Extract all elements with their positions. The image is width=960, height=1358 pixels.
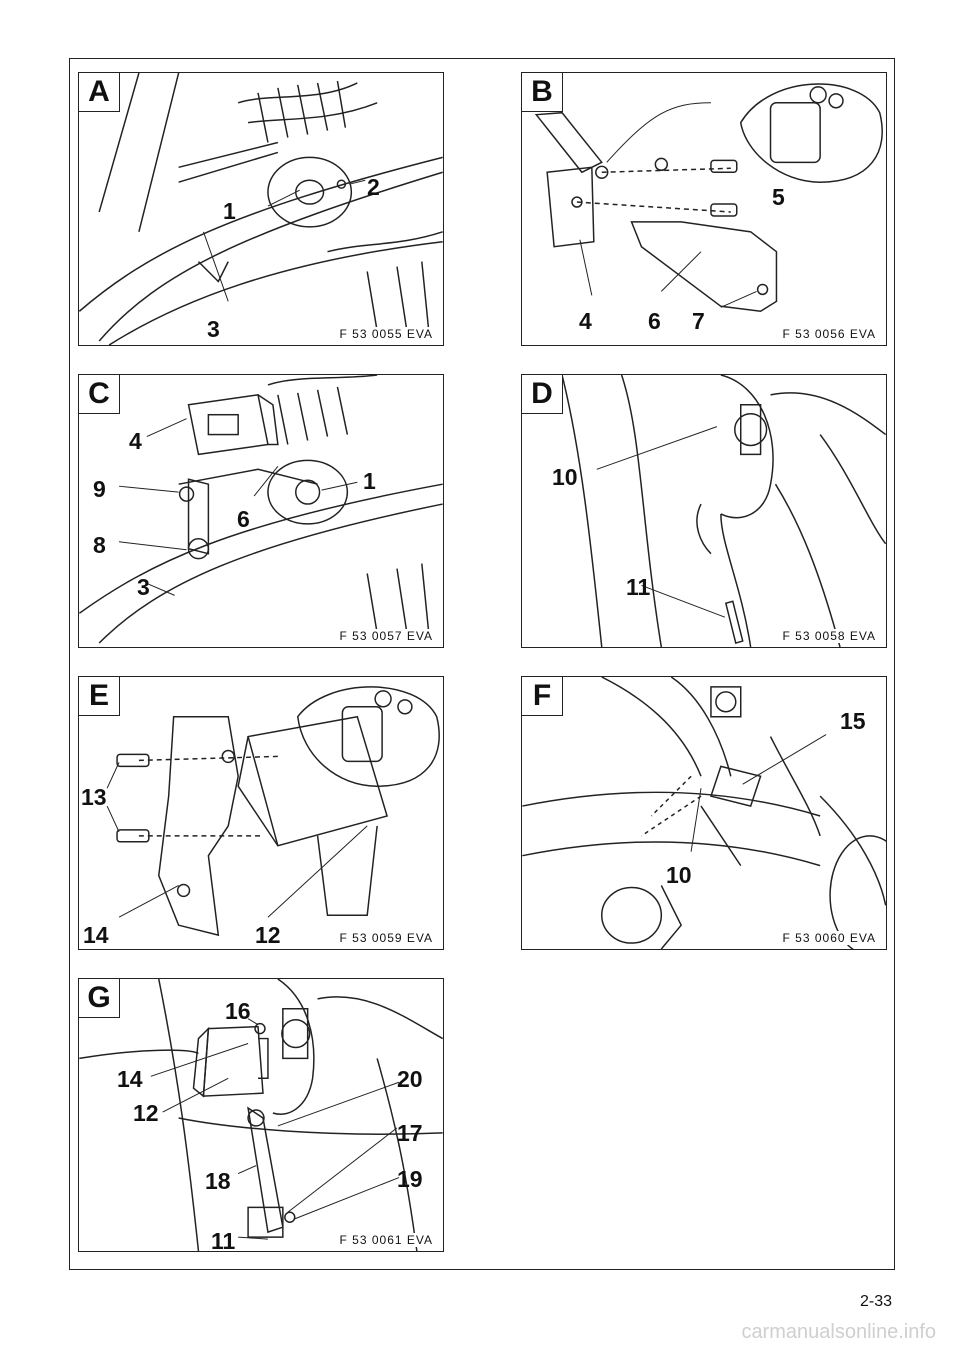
callout-number: 1 — [223, 198, 236, 224]
callout-number: 10 — [552, 464, 578, 490]
page-number: 2-33 — [859, 1293, 892, 1310]
callout-number: 12 — [133, 1100, 159, 1126]
figure-code: F 53 0057 EVA — [337, 629, 435, 643]
callout-number: 19 — [397, 1166, 423, 1192]
callout-number: 20 — [397, 1066, 423, 1092]
panel-letter: E — [79, 677, 120, 716]
figure-code: F 53 0061 EVA — [337, 1233, 435, 1247]
figure-panel-e: E 13 14 12 F 53 0059 EVA — [78, 676, 444, 950]
figure-code: F 53 0058 EVA — [780, 629, 878, 643]
callout-number: 6 — [648, 308, 661, 334]
figure-panel-g: G 16 14 20 12 17 18 19 11 F 53 0061 EVA — [78, 978, 444, 1252]
callout-number: 11 — [211, 1228, 236, 1252]
panel-letter: G — [79, 979, 120, 1018]
callout-number: 3 — [207, 316, 220, 342]
callout-number: 18 — [205, 1168, 231, 1194]
callout-number: 14 — [117, 1066, 143, 1092]
callout-number: 17 — [397, 1120, 423, 1146]
figure-illustration — [534, 83, 883, 313]
callout-number: 5 — [772, 184, 785, 210]
figure-illustration — [561, 375, 886, 647]
panel-letter: F — [522, 677, 563, 716]
figure-panel-c: C 4 9 1 6 8 3 F 53 0057 EVA — [78, 374, 444, 648]
panel-letter: C — [79, 375, 120, 414]
panel-letter: B — [522, 73, 563, 112]
figure-code: F 53 0059 EVA — [337, 931, 435, 945]
callout-number: 4 — [579, 308, 592, 334]
figure-illustration — [79, 375, 443, 644]
figure-code: F 53 0055 EVA — [337, 327, 435, 341]
callout-number: 12 — [255, 922, 281, 948]
figure-code: F 53 0056 EVA — [780, 327, 878, 341]
figure-panel-d: D 10 11 F 53 0058 EVA — [521, 374, 887, 648]
callout-number: 7 — [692, 308, 705, 334]
callout-number: 2 — [367, 174, 380, 200]
callout-number: 6 — [237, 506, 250, 532]
callout-number: 9 — [93, 476, 106, 502]
figure-illustration — [522, 677, 886, 949]
figure-panel-f: F 15 10 F 53 0060 EVA — [521, 676, 887, 950]
figure-illustration — [106, 686, 440, 937]
callout-number: 1 — [363, 468, 376, 494]
figure-panel-b: B 5 4 6 7 F 53 0056 EVA — [521, 72, 887, 346]
panel-letter: A — [79, 73, 120, 112]
figure-code: F 53 0060 EVA — [780, 931, 878, 945]
figure-illustration — [79, 979, 443, 1251]
callout-number: 11 — [626, 574, 651, 600]
callout-number: 4 — [129, 428, 142, 454]
callout-number: 16 — [225, 998, 251, 1024]
callout-number: 14 — [83, 922, 109, 948]
watermark-text: carmanualsonline.info — [741, 1321, 936, 1343]
callout-number: 3 — [137, 574, 150, 600]
figure-illustration — [79, 73, 443, 345]
callout-number: 13 — [81, 784, 107, 810]
callout-number: 10 — [666, 862, 692, 888]
panel-letter: D — [522, 375, 563, 414]
page-frame — [69, 58, 895, 1270]
callout-number: 15 — [840, 708, 866, 734]
callout-number: 8 — [93, 532, 106, 558]
figure-panel-a: A 1 2 3 F 53 0055 EVA — [78, 72, 444, 346]
